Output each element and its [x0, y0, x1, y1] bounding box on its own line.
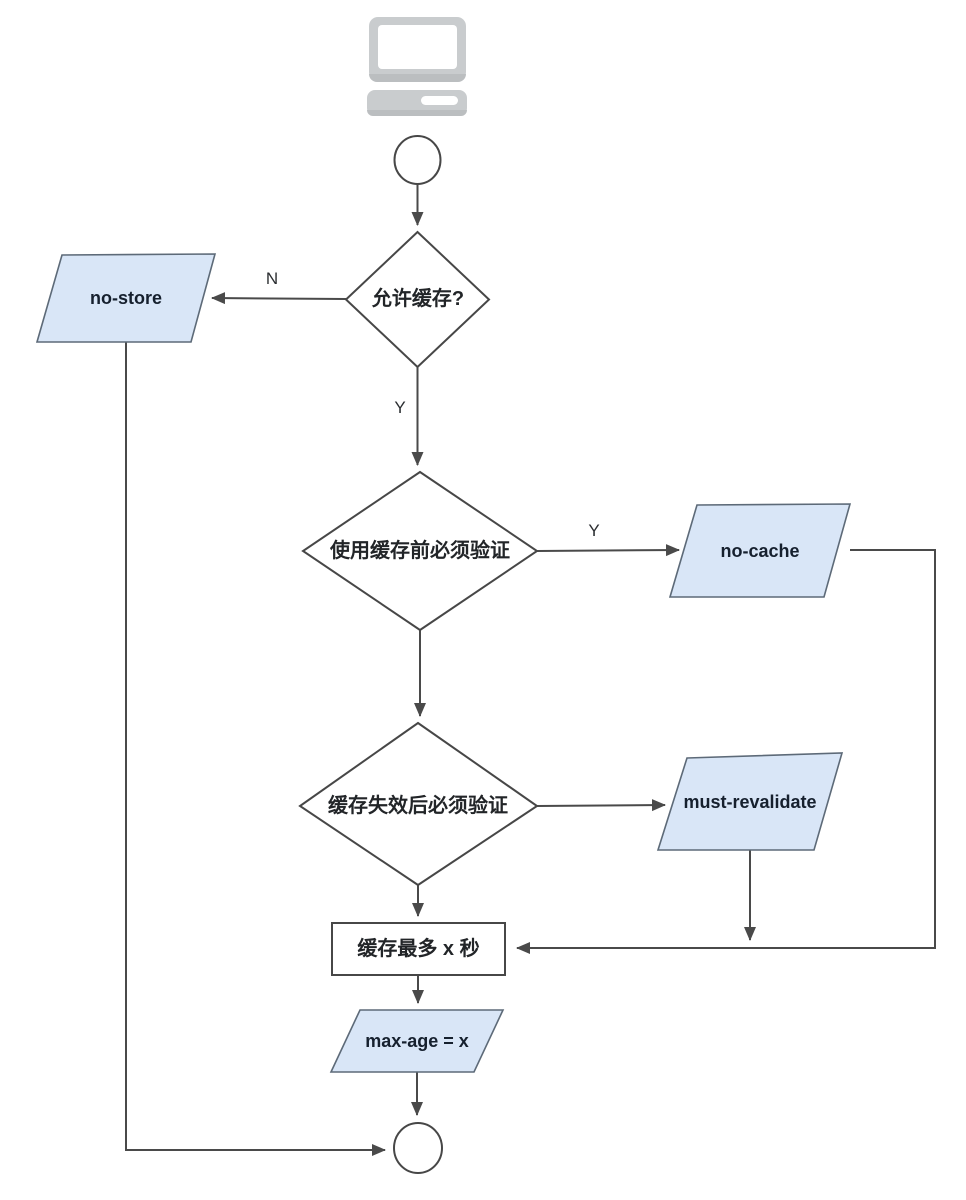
computer-monitor-lip — [369, 74, 466, 82]
computer-base-lip — [367, 110, 467, 116]
edge-validate-before-use-yes-to-no-cache — [536, 544, 680, 557]
output-no-cache-shape — [668, 503, 852, 598]
decision-allow-cache-shape — [344, 230, 491, 369]
start-node — [393, 135, 442, 185]
output-must-revalidate-shape — [656, 752, 844, 851]
output-max-age-shape — [329, 1009, 505, 1073]
edge-validate-after-expire-to-must-revalidate — [536, 799, 666, 812]
edge-no-store-to-end — [125, 342, 386, 1156]
process-cache-max-shape — [331, 922, 506, 976]
edge-no-cache-to-cache-max — [516, 549, 936, 954]
edge-allow-cache-no-to-no-store — [211, 292, 347, 305]
computer-base-slot — [421, 96, 458, 105]
output-no-store-shape — [35, 253, 217, 343]
end-node — [393, 1122, 443, 1174]
decision-validate-before-use-shape — [301, 470, 539, 632]
computer-screen — [378, 25, 457, 69]
decision-validate-after-expire-shape — [298, 721, 539, 887]
